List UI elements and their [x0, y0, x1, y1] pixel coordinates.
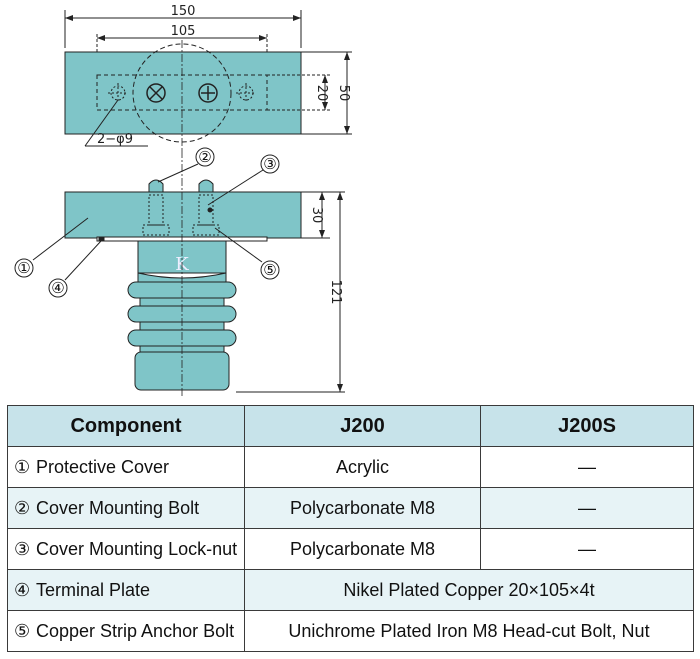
front-view: K: [32, 150, 345, 398]
dim-30-text: 30: [309, 207, 324, 224]
header-component: Component: [7, 405, 245, 447]
row-number: ①: [14, 456, 31, 477]
callout-4: ④: [51, 279, 64, 297]
shared-value: Unichrome Plated Iron M8 Head-cut Bolt, …: [244, 610, 694, 652]
j200s-value: —: [480, 528, 694, 570]
component-name: Cover Mounting Bolt: [36, 497, 200, 518]
bolt-x-symbol: [146, 83, 166, 103]
row-number: ③: [14, 538, 31, 559]
header-j200s: J200S: [480, 405, 694, 447]
dim-50-text: 50: [336, 85, 351, 102]
dim-121-text: 121: [328, 280, 343, 305]
dim-150-text: 150: [171, 4, 196, 19]
j200-value: Polycarbonate M8: [244, 528, 481, 570]
component-name: Terminal Plate: [36, 579, 151, 600]
component-name: Copper Strip Anchor Bolt: [36, 620, 235, 641]
j200-value: Acrylic: [244, 446, 481, 488]
component-name: Protective Cover: [36, 456, 170, 477]
technical-drawing: 150 105 20 50 2−φ9: [14, 4, 352, 398]
j200s-value: —: [480, 446, 694, 488]
hole-note-text: 2−φ9: [97, 132, 133, 147]
callout-2: ②: [198, 148, 211, 166]
header-j200: J200: [244, 405, 481, 447]
dim-20-text: 20: [314, 85, 329, 102]
j200-value: Polycarbonate M8: [244, 487, 481, 529]
top-view: [64, 10, 352, 150]
callout-3: ③: [263, 155, 276, 173]
component-name: Cover Mounting Lock-nut: [36, 538, 238, 559]
row-number: ⑤: [14, 620, 31, 641]
top-cover-rect: [64, 51, 302, 135]
dim-105-text: 105: [171, 24, 196, 39]
callout-5: ⑤: [263, 261, 276, 279]
row-number: ②: [14, 497, 31, 518]
callout-1: ①: [17, 259, 30, 277]
front-cover-rect: [64, 191, 302, 239]
shared-value: Nikel Plated Copper 20×105×4t: [244, 569, 694, 611]
bolt-head-left: [148, 179, 164, 196]
bolt-head-right: [198, 179, 214, 196]
row-number: ④: [14, 579, 31, 600]
bolt-plus-symbol: [198, 83, 218, 103]
table-header-row: Component J200 J200S: [7, 405, 694, 447]
j200s-value: —: [480, 487, 694, 529]
